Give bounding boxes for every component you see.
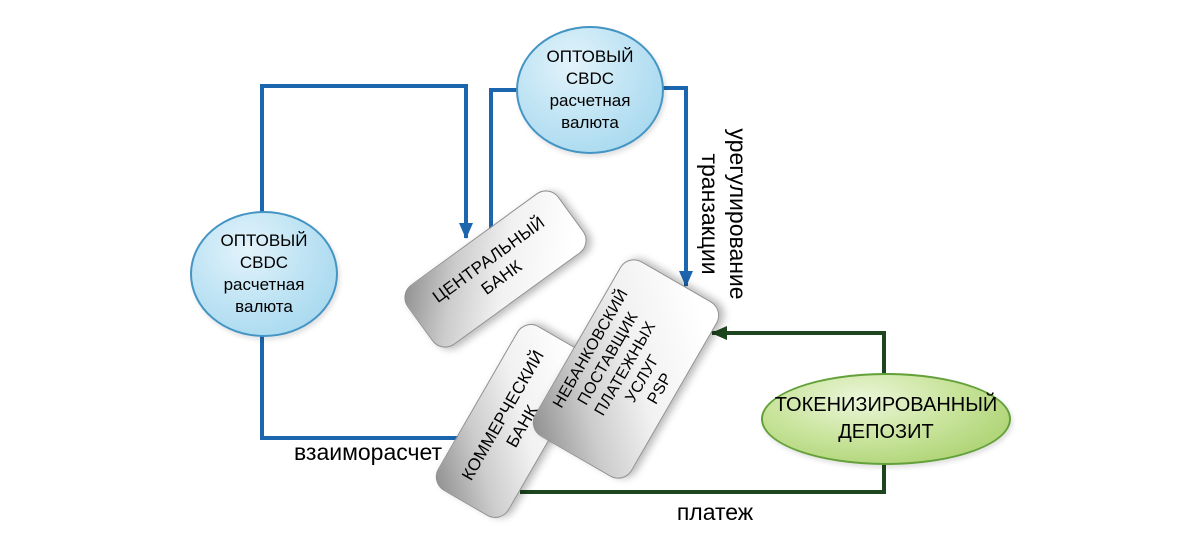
flow-deposit-to-psp <box>711 326 886 374</box>
flow-left-cbdc-to-commercial-bank <box>260 332 500 440</box>
tokenized-deposit-label: ТОКЕНИЗИРОВАННЫЙ ДЕПОЗИТ <box>774 394 998 443</box>
node-wholesale-cbdc-left: ОПТОВЫЙ CBDC расчетная валюта <box>190 211 338 337</box>
wholesale-cbdc-left-label: ОПТОВЫЙ CBDC расчетная валюта <box>220 230 308 317</box>
flow-top-cbdc-to-psp <box>660 86 693 287</box>
label-mutual-settlement: взаиморасчет <box>293 439 443 465</box>
label-transaction-settlement: урегулирование транзакции <box>697 128 751 300</box>
flow-top-cbdc-to-central-bank <box>489 88 518 232</box>
flow-left-cbdc-to-central-bank <box>260 84 473 239</box>
node-tokenized-deposit: ТОКЕНИЗИРОВАННЫЙ ДЕПОЗИТ <box>761 373 1011 465</box>
wholesale-cbdc-top-label: ОПТОВЫЙ CBDC расчетная валюта <box>546 46 634 133</box>
flow-deposit-to-commercial-bank <box>520 460 886 494</box>
label-payment: платеж <box>676 499 754 525</box>
node-wholesale-cbdc-top: ОПТОВЫЙ CBDC расчетная валюта <box>516 26 664 154</box>
